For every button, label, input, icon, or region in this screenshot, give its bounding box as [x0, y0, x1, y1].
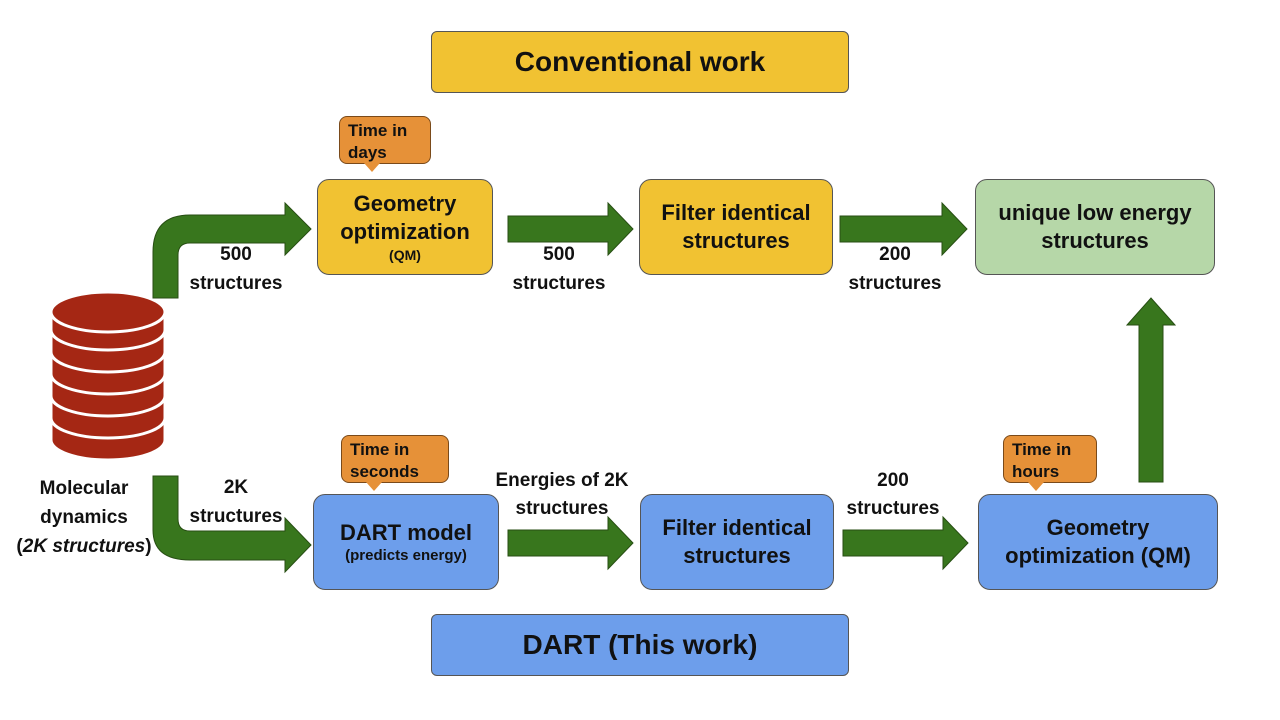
conventional-geometry-optimization: Geometry optimization (QM) [317, 179, 493, 275]
label-line: dynamics [40, 507, 128, 528]
label-line: structures [512, 273, 606, 294]
time-badge-days: Time in days [339, 116, 431, 172]
label-italic: 2K structures [22, 536, 146, 557]
box-subline: (QM) [389, 247, 421, 263]
arrow-dart-1 [507, 515, 634, 571]
dart-title: DART (This work) [431, 614, 849, 676]
box-line: Geometry [353, 191, 457, 216]
box-line: unique low energy [998, 200, 1192, 225]
box-line: DART model [340, 520, 472, 545]
label-line: structures [848, 273, 942, 294]
label-part: ( [16, 536, 23, 557]
badge-line: Time in [350, 440, 410, 459]
conventional-mid-count: 500 structures [500, 240, 618, 298]
box-line: structures [1041, 228, 1149, 253]
label-line: 500 [543, 244, 575, 265]
time-badge-hours: Time in hours [1003, 435, 1097, 491]
label-line: 200 [877, 470, 909, 491]
label-line: 2K [223, 477, 249, 498]
box-line: Geometry [1046, 515, 1150, 540]
label-line: 500 [220, 244, 252, 265]
molecular-dynamics-label: Molecular dynamics (2K structures) [8, 474, 160, 561]
conventional-filter-identical: Filter identical structures [639, 179, 833, 275]
arrow-conv-2 [839, 201, 968, 257]
label-line: structures [846, 498, 940, 519]
label-line: Energies of 2K [495, 470, 629, 491]
label-line: (2K structures) [8, 532, 160, 561]
conventional-input-count: 500 structures [178, 240, 294, 298]
conventional-output-count: 200 structures [836, 240, 954, 298]
badge-line: seconds [350, 462, 419, 481]
box-line: optimization (QM) [1005, 543, 1191, 568]
dart-filter-identical: Filter identical structures [640, 494, 834, 590]
arrow-dart-2 [842, 515, 969, 571]
dart-output-count: 200 structures [834, 467, 952, 523]
badge-line: days [348, 143, 387, 162]
time-badge-seconds: Time in seconds [341, 435, 449, 491]
label-line: 200 [879, 244, 911, 265]
unique-low-energy-result: unique low energy structures [975, 179, 1215, 275]
arrow-conv-1 [507, 201, 634, 257]
badge-line: Time in [1012, 440, 1072, 459]
dart-model: DART model (predicts energy) [313, 494, 499, 590]
badge-line: Time in [348, 121, 408, 140]
box-line: Filter identical [662, 515, 812, 540]
label-line: structures [189, 506, 283, 527]
dart-input-count: 2K structures [178, 473, 294, 531]
arrow-up-to-result [1125, 297, 1177, 483]
box-subline: (predicts energy) [345, 547, 467, 564]
dart-geometry-optimization: Geometry optimization (QM) [978, 494, 1218, 590]
badge-line: hours [1012, 462, 1060, 481]
label-line: Molecular [39, 478, 129, 499]
dart-energies-label: Energies of 2K structures [486, 467, 638, 523]
arrow-to-dart [152, 475, 312, 574]
label-part: ) [145, 536, 152, 557]
box-line: Filter identical [661, 200, 811, 225]
database-icon [49, 290, 167, 462]
label-line: structures [515, 498, 609, 519]
box-line: structures [682, 228, 790, 253]
label-line: structures [189, 273, 283, 294]
box-line: structures [683, 543, 791, 568]
arrow-to-conventional [152, 201, 312, 299]
conventional-title: Conventional work [431, 31, 849, 93]
box-line: optimization [340, 219, 470, 244]
